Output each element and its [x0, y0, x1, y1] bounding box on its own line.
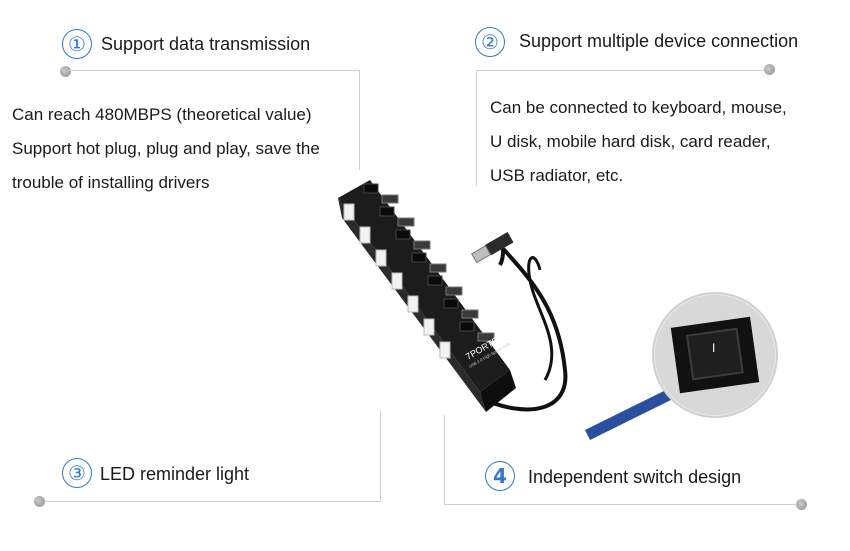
feature-2-title: Support multiple device connection [519, 31, 799, 51]
feature-1-description: Can reach 480MBPS (theoretical value) Su… [12, 98, 320, 200]
zoom-pointer [585, 388, 675, 440]
usb-hub-body [338, 180, 516, 412]
feature-1-dot [60, 66, 71, 77]
feature-1-number-badge: ① [62, 29, 92, 59]
hub-usb-ports [381, 194, 495, 342]
feature-2-description: Can be connected to keyboard, mouse, U d… [490, 91, 787, 193]
feature-2-dot [764, 64, 775, 75]
feature-1-desc-line-2: Support hot plug, plug and play, save th… [12, 139, 320, 158]
feature-2-line-v [476, 70, 477, 186]
feature-3-number-badge: ③ [62, 458, 92, 488]
feature-1-title: Support data transmission [101, 34, 311, 54]
feature-1-desc-line-3: trouble of installing drivers [12, 173, 210, 192]
usb-hub-illustration: 7PORTS USB 2.0 High Speed HUB [338, 180, 568, 412]
feature-1-desc-line-1: Can reach 480MBPS (theoretical value) [12, 105, 312, 124]
feature-1-line-v [359, 70, 360, 170]
feature-4-dot [796, 499, 807, 510]
feature-4-line-v [444, 415, 445, 505]
usb-plug [470, 232, 514, 264]
feature-4-number-badge: 4 [485, 461, 515, 491]
hub-switches [363, 183, 475, 332]
hub-led-lights [343, 203, 451, 359]
feature-3-title: LED reminder light [100, 464, 250, 484]
feature-2-line-h [476, 70, 770, 71]
switch-zoom-illustration: I [585, 292, 778, 440]
feature-2-desc-line-3: USB radiator, etc. [490, 166, 624, 185]
feature-2-desc-line-2: U disk, mobile hard disk, card reader, [490, 132, 771, 151]
feature-2-desc-line-1: Can be connected to keyboard, mouse, [490, 98, 787, 117]
feature-4-title: Independent switch design [528, 467, 742, 487]
usb-cable [479, 247, 568, 412]
feature-4-line-h [444, 504, 800, 505]
feature-3-line-h [40, 501, 381, 502]
feature-3-dot [34, 496, 45, 507]
feature-2-number-badge: ② [475, 27, 505, 57]
switch-on-mark: I [712, 341, 715, 355]
feature-1-line-h [68, 70, 360, 71]
feature-3-line-v [380, 410, 381, 502]
